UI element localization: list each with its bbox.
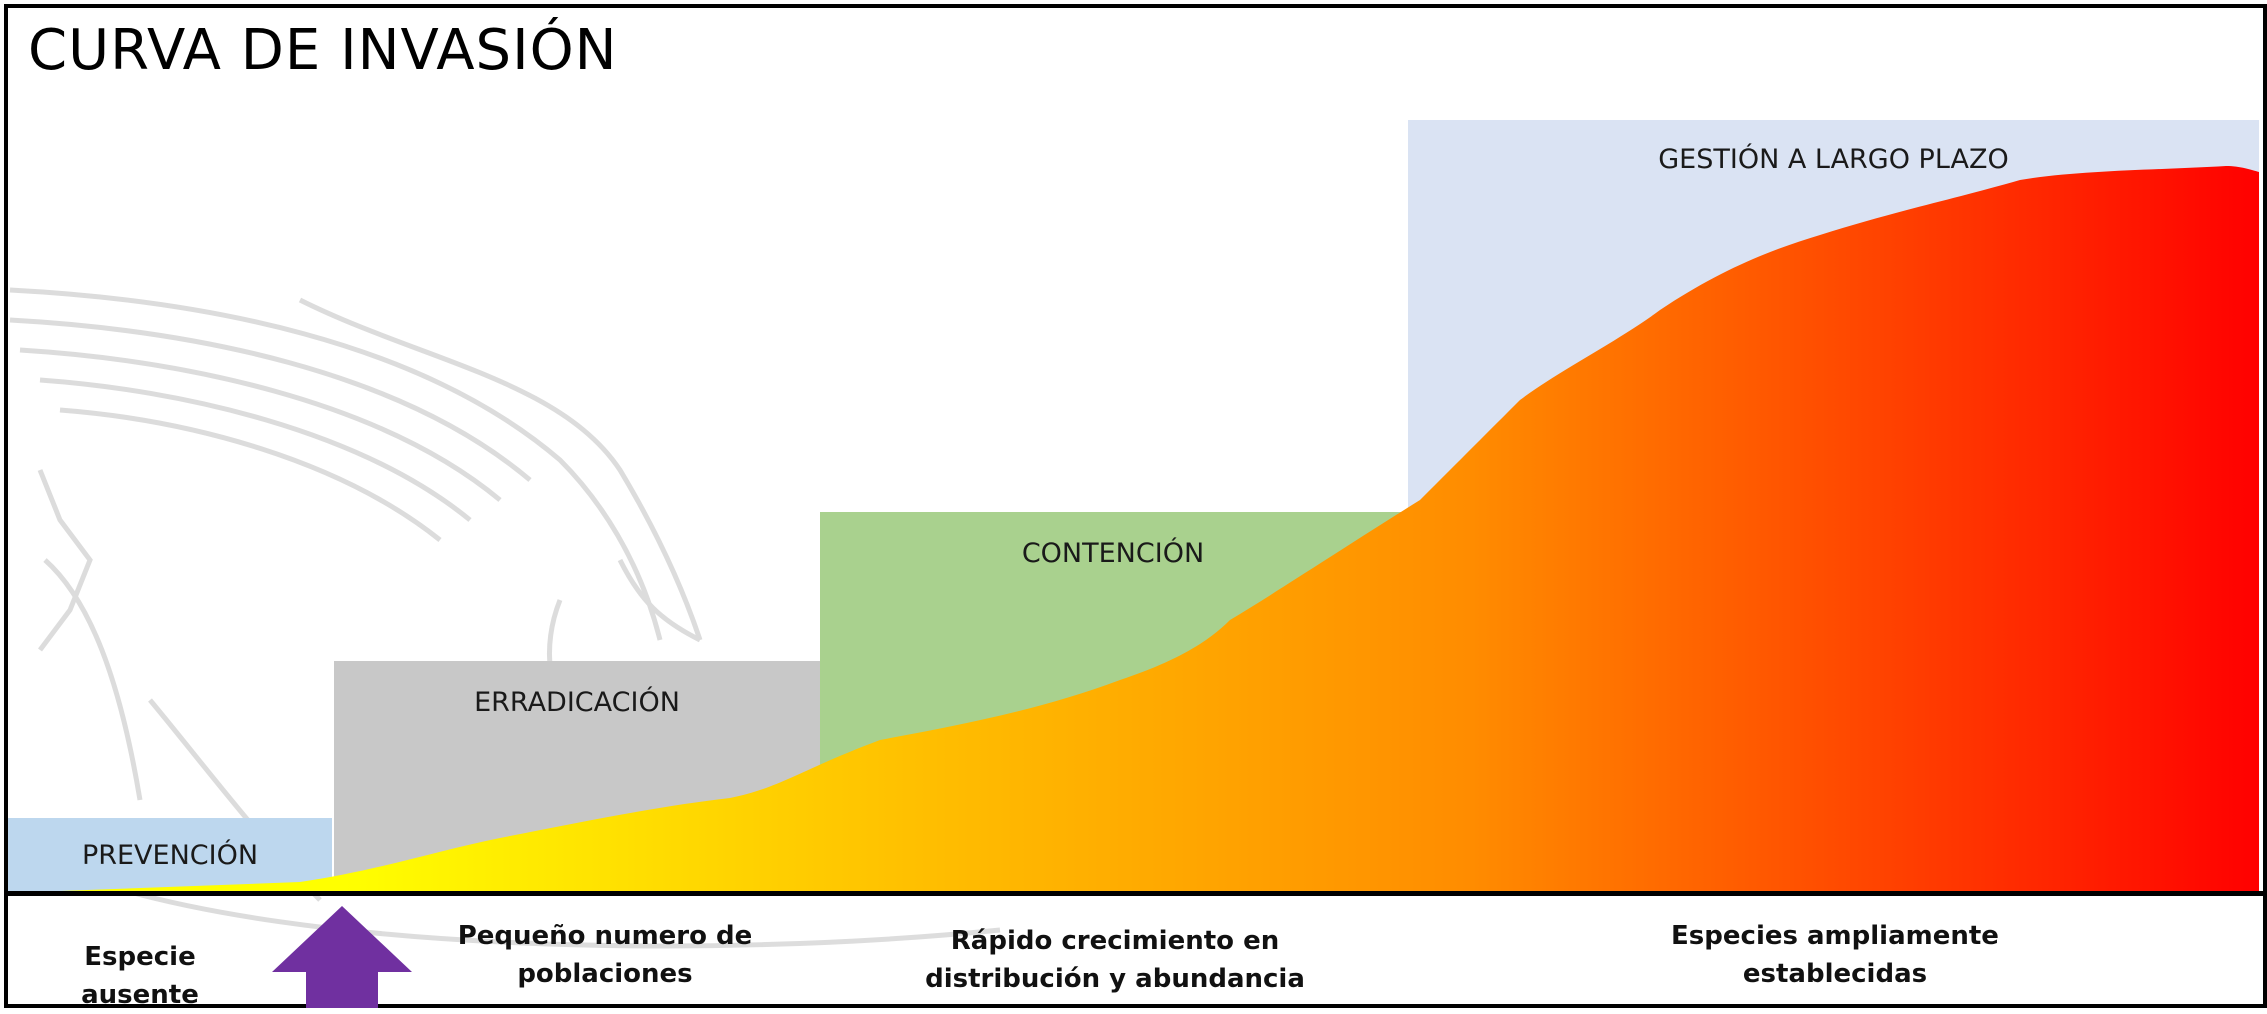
invasion-curve-area <box>8 166 2259 893</box>
outer-frame <box>4 4 2267 1008</box>
phase-contencion-label: CONTENCIÓN <box>1021 538 1205 569</box>
phase-prevencion-label: PREVENCIÓN <box>81 840 259 871</box>
diagram-title: CURVA DE INVASIÓN <box>28 18 618 83</box>
phase-erradicacion-label: ERRADICACIÓN <box>474 687 680 718</box>
stage-especie-ausente: Especie ausente <box>81 942 199 1010</box>
phase-prevencion-box: PREVENCIÓN <box>8 818 332 896</box>
stage-especies-establecidas: Especies ampliamente establecidas <box>1671 921 1999 989</box>
stage-pequeno-numero: Pequeño numero de poblaciones <box>457 921 753 989</box>
phase-gestion-label: GESTIÓN A LARGO PLAZO <box>1658 144 2009 175</box>
baseline-divider <box>4 891 2267 896</box>
stage-rapido-crecimiento: Rápido crecimiento en distribución y abu… <box>925 926 1305 994</box>
